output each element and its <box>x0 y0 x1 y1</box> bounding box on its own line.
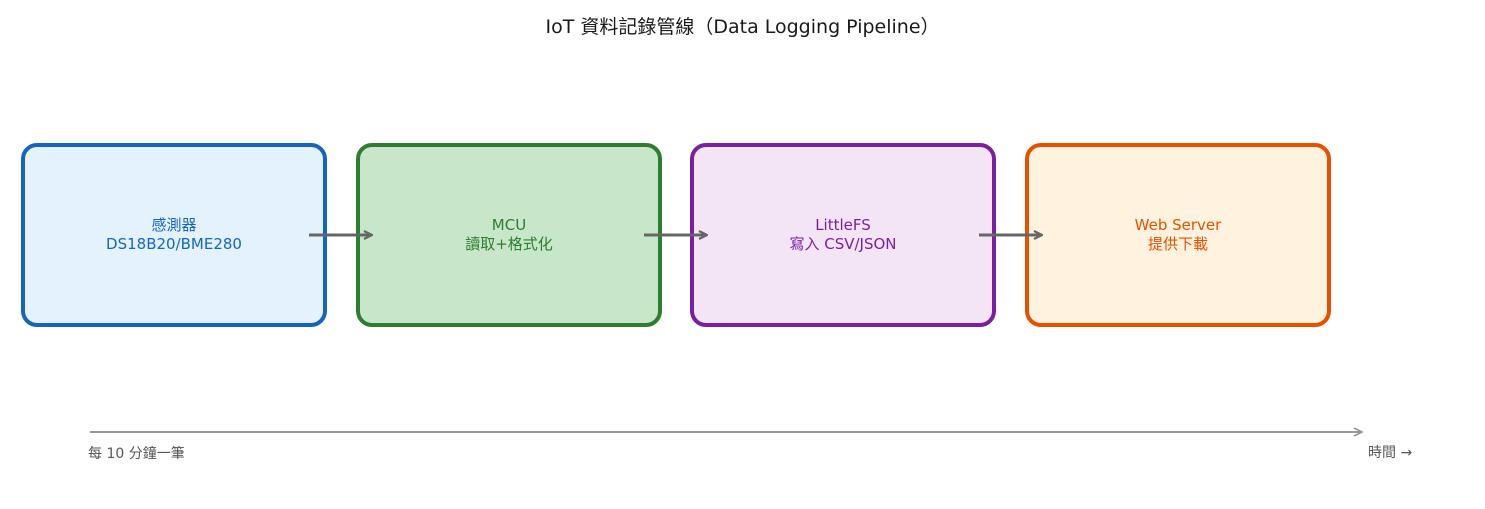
web-server-node-subtitle: 提供下載 <box>1147 235 1208 253</box>
littlefs-node-title: LittleFS <box>815 216 871 234</box>
diagram-title: IoT 資料記錄管線（Data Logging Pipeline） <box>545 16 940 38</box>
mcu-node: MCU 讀取+格式化 <box>356 143 662 327</box>
mcu-node-subtitle: 讀取+格式化 <box>465 235 553 253</box>
sensor-node-title: 感測器 <box>151 216 197 234</box>
littlefs-node-subtitle: 寫入 CSV/JSON <box>789 235 897 253</box>
timeline-end-label: 時間 → <box>1368 445 1413 461</box>
littlefs-node: LittleFS 寫入 CSV/JSON <box>690 143 996 327</box>
sensor-node: 感測器 DS18B20/BME280 <box>21 143 327 327</box>
sensor-node-subtitle: DS18B20/BME280 <box>106 235 242 253</box>
web-server-node: Web Server 提供下載 <box>1025 143 1331 327</box>
web-server-node-title: Web Server <box>1134 216 1222 234</box>
mcu-node-title: MCU <box>491 216 527 234</box>
timeline-start-label: 每 10 分鐘一筆 <box>88 446 185 462</box>
